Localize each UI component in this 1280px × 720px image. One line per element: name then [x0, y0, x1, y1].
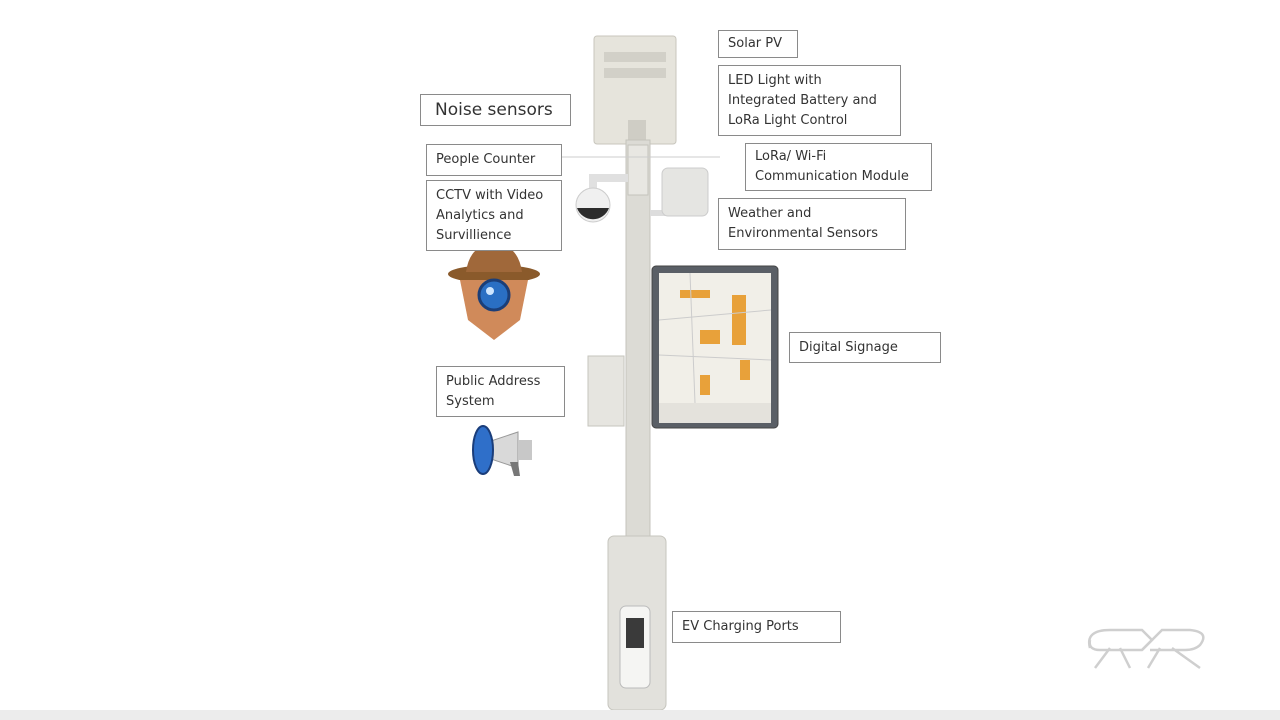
cctv-camera	[575, 174, 628, 223]
pole	[625, 139, 651, 541]
label-lora-wifi: LoRa/ Wi-Fi Communication Module	[745, 143, 932, 191]
weather-sensor	[650, 167, 709, 217]
rr-logo	[1087, 628, 1205, 670]
ev-charging-base	[607, 535, 667, 711]
megaphone-icon	[472, 425, 532, 476]
label-digital-signage: Digital Signage	[789, 332, 941, 363]
bottom-bar	[0, 710, 1280, 720]
label-people-counter: People Counter	[426, 144, 562, 176]
label-solar-pv: Solar PV	[718, 30, 798, 58]
label-weather: Weather and Environmental Sensors	[718, 198, 906, 250]
label-public-address: Public Address System	[436, 366, 565, 417]
solar-panel	[593, 35, 677, 145]
label-ev-charging: EV Charging Ports	[672, 611, 841, 643]
label-led-light: LED Light with Integrated Battery and Lo…	[718, 65, 901, 136]
label-noise-sensors: Noise sensors	[420, 94, 571, 126]
digital-signage-display	[651, 265, 779, 429]
spy-surveillance-icon	[448, 244, 540, 340]
speaker-box	[587, 355, 625, 427]
label-cctv: CCTV with Video Analytics and Survillien…	[426, 180, 562, 251]
